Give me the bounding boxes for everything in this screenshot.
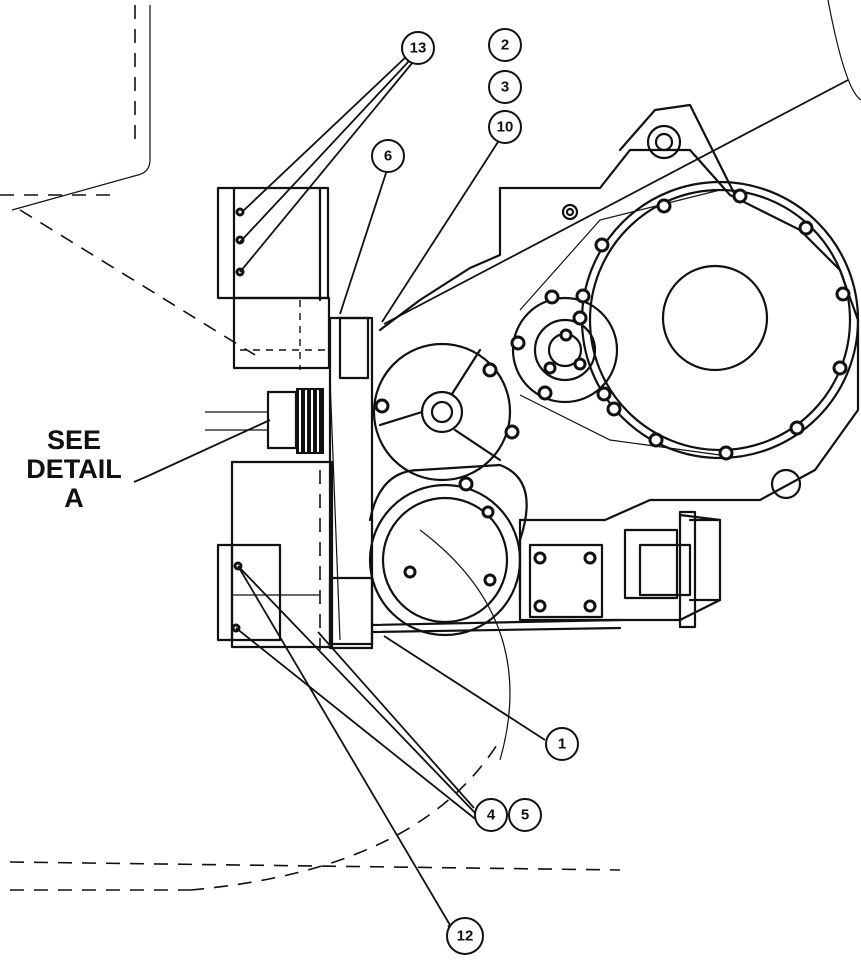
leader-lines: [133, 0, 861, 928]
detail-callout-line-1: SEE: [46, 425, 102, 455]
balloon-6: 6: [371, 139, 405, 173]
balloon-label: 12: [457, 928, 474, 945]
balloon-12: 12: [446, 917, 484, 955]
balloon-4: 4: [474, 798, 508, 832]
balloon-label: 3: [501, 79, 509, 96]
detail-callout-line-2: DETAIL: [26, 454, 122, 484]
balloon-label: 1: [558, 736, 566, 753]
pump-housing: [368, 342, 528, 637]
bolts: [231, 188, 851, 633]
balloon-2: 2: [488, 28, 522, 62]
balloon-5: 5: [508, 798, 542, 832]
lower-bracket: [370, 510, 722, 634]
balloon-label: 13: [410, 40, 427, 57]
balloon-label: 4: [487, 807, 496, 824]
drive-coupling: [205, 388, 324, 454]
upper-housing: [216, 186, 331, 370]
mounting-plate: [328, 316, 374, 650]
balloon-label: 2: [501, 37, 509, 54]
balloon-3: 3: [488, 70, 522, 104]
balloon-13: 13: [401, 31, 435, 65]
balloon-label: 10: [497, 119, 514, 136]
gearbox-casting: [378, 103, 860, 522]
balloon-label: 5: [521, 807, 529, 824]
lower-housing: [216, 460, 334, 650]
see-detail-a-callout: SEE DETAIL A: [8, 426, 140, 513]
background-outline: [0, 5, 621, 891]
balloon-label: 6: [384, 148, 392, 165]
detail-callout-line-3: A: [64, 483, 84, 513]
balloon-1: 1: [545, 727, 579, 761]
balloon-10: 10: [488, 110, 522, 144]
